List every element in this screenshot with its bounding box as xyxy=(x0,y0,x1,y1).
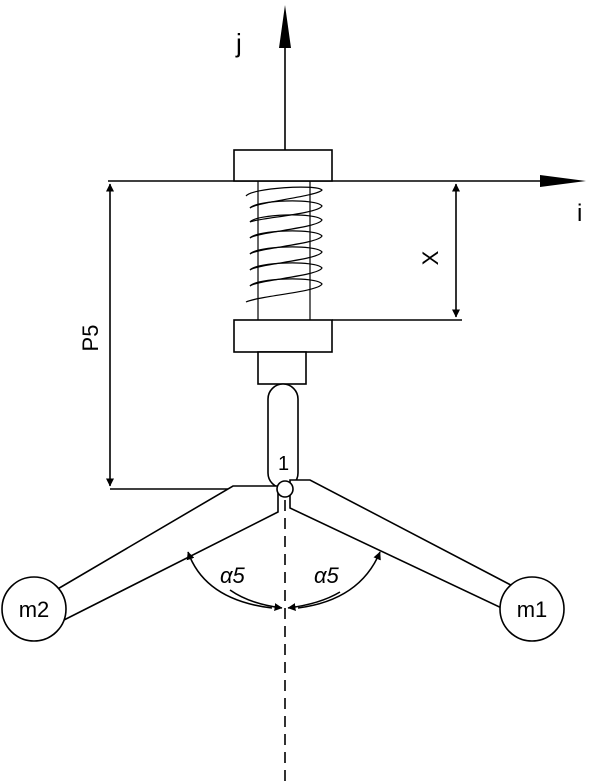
mass-right xyxy=(499,576,565,642)
angle-arc-right-down xyxy=(287,591,341,612)
x-dim-label: X xyxy=(418,250,443,265)
spring xyxy=(245,186,323,303)
i-axis-label: i xyxy=(577,200,582,227)
j-axis xyxy=(279,5,291,150)
sliding-collar xyxy=(233,319,333,353)
top-cap xyxy=(233,149,333,182)
left-arm xyxy=(42,485,279,621)
j-axis-arrowhead xyxy=(279,5,291,48)
i-axis xyxy=(108,175,586,187)
j-axis-label: j xyxy=(235,28,242,58)
angle-label-right: α5 xyxy=(314,563,340,588)
angle-arc-left-up xyxy=(186,551,273,609)
right-arm xyxy=(289,479,530,613)
angle-arc-left-down xyxy=(229,589,283,612)
mass-right-label: m1 xyxy=(517,597,548,622)
i-axis-arrowhead xyxy=(540,175,586,187)
mass-left xyxy=(1,576,67,642)
pivot-joint xyxy=(276,480,294,498)
angle-label-left: α5 xyxy=(220,563,246,588)
angle-arc-right-up xyxy=(297,551,381,609)
mass-left-label: m2 xyxy=(19,597,50,622)
pivot-label: 1 xyxy=(278,453,289,475)
collar-neck xyxy=(257,351,307,385)
p5-dim-label: P5 xyxy=(78,325,103,352)
